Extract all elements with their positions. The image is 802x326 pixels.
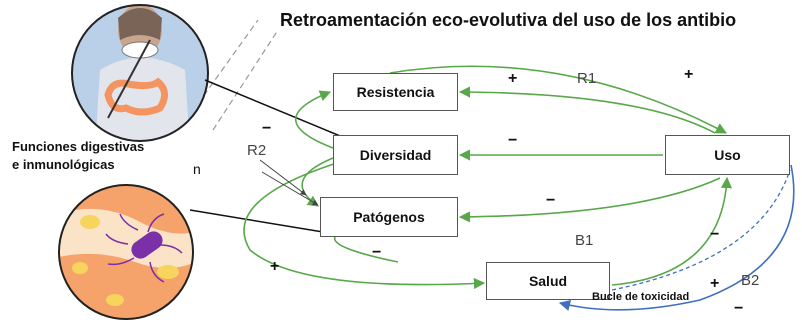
toxicity-loop-label: Bucle de toxicidad	[592, 291, 690, 303]
node-uso: Uso	[665, 135, 790, 175]
guide-line	[212, 29, 279, 131]
side-label-line1: Funciones digestivas	[12, 139, 145, 154]
loop-label-r1: R1	[577, 70, 597, 87]
sign-tox-minus: −	[734, 300, 744, 317]
loop-label-r2: R2	[247, 142, 267, 159]
node-diversidad: Diversidad	[333, 135, 458, 175]
b2-dashed-arrow	[611, 169, 791, 291]
sign-tox-plus: +	[710, 275, 720, 292]
person-eating-illustration	[71, 4, 209, 142]
b2-solid-arrow	[558, 164, 795, 311]
green-arrows	[243, 65, 733, 290]
sign-uso-div: −	[508, 132, 518, 149]
sign-uso-pat: −	[546, 192, 556, 209]
side-label: Funciones digestivas e inmunológicas	[12, 138, 144, 174]
r2-pointer	[261, 171, 319, 206]
connector-line	[189, 209, 324, 233]
node-salud: Salud	[486, 262, 610, 300]
node-patogenos: Patógenos	[320, 197, 458, 237]
diagram-title: Retroamentación eco-evolutiva del uso de…	[280, 10, 737, 30]
sign-div-res: −	[262, 120, 272, 137]
loop-label-b1: B1	[575, 232, 594, 249]
side-label-line2: e inmunológicas	[12, 157, 115, 172]
loop-label-b2: B2	[741, 272, 760, 289]
bacterium-illustration	[58, 184, 194, 320]
sign-r1-top: +	[508, 70, 518, 87]
r2-pointer	[259, 159, 307, 196]
sign-sal-uso: −	[710, 226, 720, 243]
guide-line	[191, 19, 259, 113]
sign-pat-sal: −	[372, 244, 382, 261]
sign-div-sal: +	[270, 258, 280, 275]
node-resistencia: Resistencia	[333, 73, 458, 111]
connector-line	[204, 79, 346, 139]
sign-r1-right: +	[684, 66, 694, 83]
fragment-letter: n	[193, 161, 201, 177]
